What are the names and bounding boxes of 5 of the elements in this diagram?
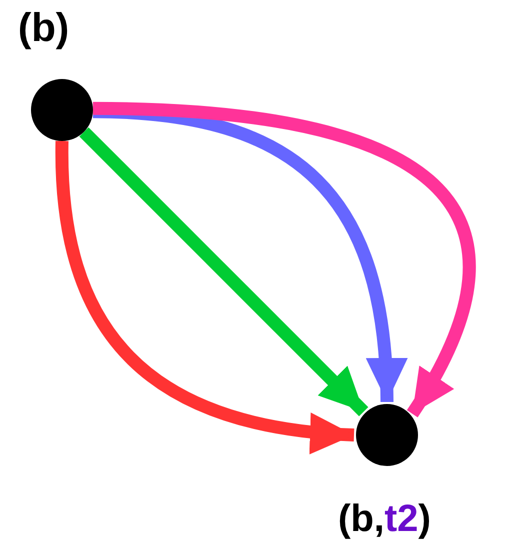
- node-label: (b,t2): [338, 500, 431, 538]
- arrow: [56, 140, 354, 453]
- arrow: [92, 102, 476, 418]
- arrow: [79, 127, 368, 416]
- node-label: (b): [18, 8, 70, 48]
